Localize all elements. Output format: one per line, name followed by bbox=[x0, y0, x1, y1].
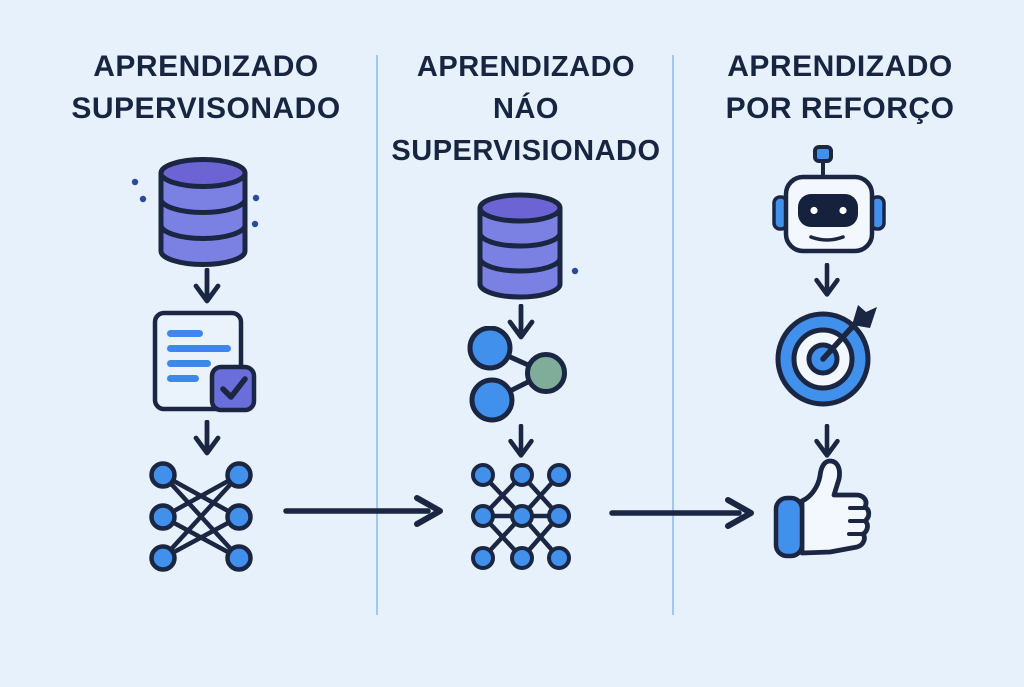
antenna-tip bbox=[813, 145, 833, 163]
checkmark bbox=[220, 376, 248, 400]
title-line: POR REFORÇO bbox=[725, 92, 955, 125]
column-title-supervised: APRENDIZADO SUPERVISONADO bbox=[28, 46, 384, 130]
neural-network-icon bbox=[149, 461, 253, 572]
sparkle-dot bbox=[252, 194, 260, 202]
down-arrow-icon bbox=[508, 424, 534, 458]
target-icon bbox=[775, 305, 877, 407]
column-divider-2 bbox=[672, 55, 674, 615]
edges bbox=[160, 472, 242, 561]
title-line: APRENDIZADO bbox=[93, 50, 319, 83]
text-lines bbox=[167, 330, 231, 382]
nodes bbox=[149, 461, 253, 572]
cluster-node-blue bbox=[469, 377, 515, 423]
check-badge bbox=[209, 364, 257, 413]
database-icon bbox=[477, 192, 579, 300]
robot-eye bbox=[810, 206, 818, 215]
down-arrow-icon bbox=[814, 263, 840, 297]
column-title-reinforcement: APRENDIZADO POR REFORÇO bbox=[684, 46, 996, 130]
dart-fletching bbox=[852, 305, 877, 328]
cluster-node-blue bbox=[467, 326, 513, 371]
down-arrow-icon bbox=[814, 424, 840, 458]
sparkle-dot bbox=[139, 195, 147, 203]
database-cylinder bbox=[158, 157, 248, 267]
column-title-unsupervised: APRENDIZADO NÁO SUPERVISIONADO bbox=[380, 46, 672, 172]
robot-visor bbox=[798, 194, 858, 227]
sparkle-dot bbox=[251, 220, 259, 228]
title-line: NÁO bbox=[493, 93, 559, 125]
title-line: SUPERVISIONADO bbox=[391, 135, 661, 167]
title-line: APRENDIZADO bbox=[416, 51, 636, 83]
robot-eye bbox=[839, 206, 847, 215]
document-check-icon bbox=[152, 310, 257, 413]
database-cylinder bbox=[477, 192, 563, 300]
down-arrow-icon bbox=[193, 268, 221, 304]
flow-arrow-icon bbox=[283, 495, 443, 527]
flow-arrow-icon bbox=[609, 497, 754, 529]
thumbs-up-icon bbox=[773, 458, 872, 559]
nodes bbox=[471, 463, 571, 570]
title-line: APRENDIZADO bbox=[727, 50, 953, 83]
title-line: SUPERVISONADO bbox=[71, 92, 341, 125]
sparkle-dot bbox=[571, 267, 579, 275]
column-divider-1 bbox=[376, 55, 378, 615]
cluster-node-green bbox=[525, 352, 567, 394]
robot-icon bbox=[772, 145, 886, 254]
neural-grid-icon bbox=[471, 463, 571, 570]
down-arrow-icon bbox=[193, 420, 221, 456]
robot-smile bbox=[809, 235, 845, 242]
sparkle-dot bbox=[131, 178, 139, 186]
thumb-cuff bbox=[773, 495, 805, 559]
finger-notches bbox=[847, 506, 866, 536]
database-icon bbox=[131, 157, 260, 267]
down-arrow-icon bbox=[507, 304, 535, 340]
cluster-icon bbox=[467, 326, 567, 423]
